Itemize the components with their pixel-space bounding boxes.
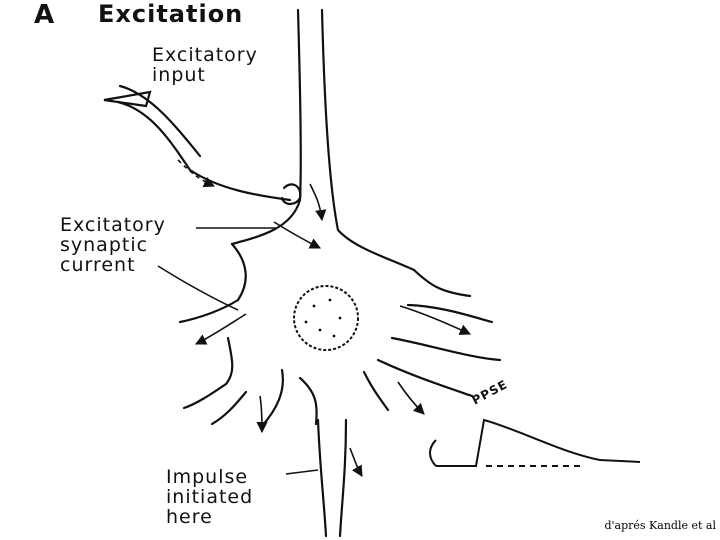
panel-letter: A <box>34 0 55 30</box>
synaptic-current-label-line: current <box>60 253 136 276</box>
impulse-label-line: Impulse <box>166 466 249 488</box>
synaptic-current-label: Excitatory synaptic current <box>60 214 166 276</box>
leader-lines <box>157 227 319 475</box>
panel-title: Excitation <box>98 0 244 28</box>
credit-text: d'aprés Kandle et al <box>604 519 716 532</box>
nucleus-dots <box>304 298 342 338</box>
impulse-label-line: here <box>166 505 213 528</box>
current-arrows <box>177 159 472 477</box>
impulse-label: Impulse initiated here <box>166 466 254 528</box>
excitatory-input-label: Excitatory input <box>152 44 258 86</box>
excitatory-input-label-line: Excitatory <box>152 44 258 66</box>
excitatory-input-label-line: input <box>152 63 206 86</box>
synaptic-current-label-line: synaptic <box>60 233 149 256</box>
impulse-label-line: initiated <box>166 485 254 508</box>
nucleus <box>293 285 359 351</box>
epsp-trace <box>429 418 641 467</box>
synaptic-current-label-line: Excitatory <box>60 214 166 236</box>
neuron-outline <box>103 8 502 538</box>
